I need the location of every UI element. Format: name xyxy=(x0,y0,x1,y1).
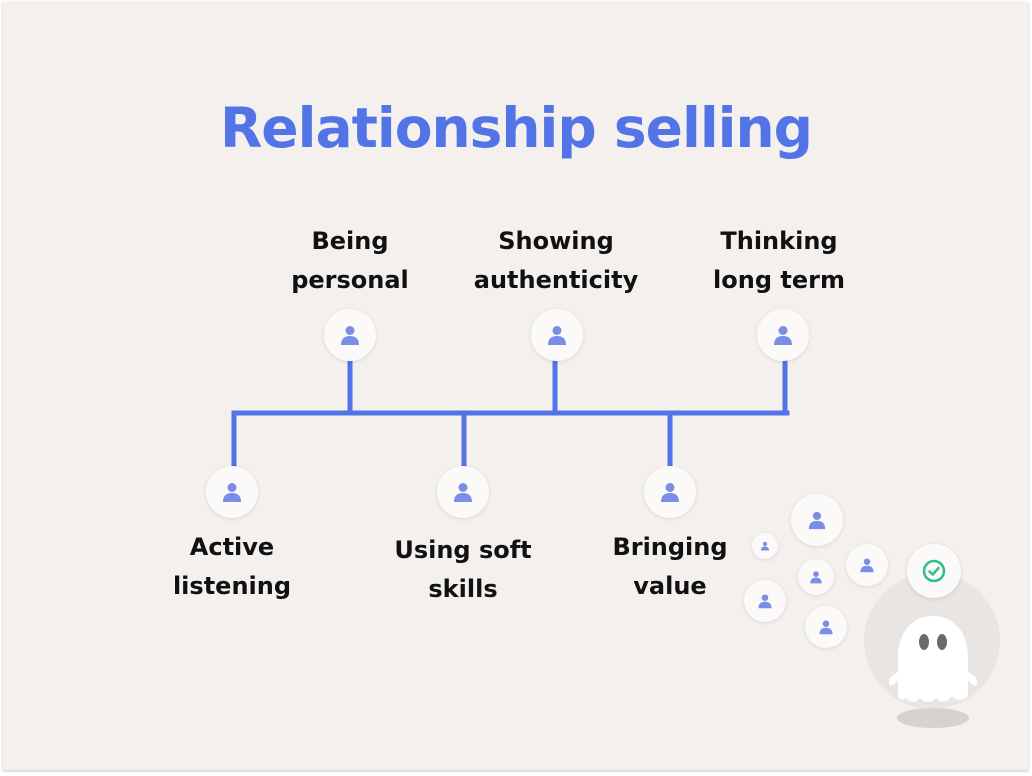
node-thinking-long-term xyxy=(757,309,809,361)
label-line: Active xyxy=(189,533,275,561)
node-bringing-value xyxy=(644,466,696,518)
person-icon xyxy=(758,594,772,609)
person-icon xyxy=(774,326,792,345)
label-line: listening xyxy=(172,572,292,600)
decor-person-bubble xyxy=(805,606,847,648)
check-badge xyxy=(907,544,961,598)
label-using-soft-skills: Using soft skills xyxy=(353,531,573,609)
label-line: Being xyxy=(311,227,389,255)
person-icon xyxy=(341,326,359,345)
node-using-soft-skills xyxy=(437,466,489,518)
slide xyxy=(3,2,1028,770)
label-being-personal: Being personal xyxy=(240,222,460,300)
decor-person-bubble xyxy=(744,580,786,622)
node-being-personal xyxy=(324,309,376,361)
person-icon xyxy=(810,571,822,584)
label-thinking-long-term: Thinking long term xyxy=(669,222,889,300)
person-icon xyxy=(661,483,679,502)
person-icon xyxy=(819,620,833,635)
decor-person-bubble xyxy=(846,544,888,586)
person-icon xyxy=(760,541,770,551)
person-icon xyxy=(548,326,566,345)
node-showing-authenticity xyxy=(531,309,583,361)
person-icon xyxy=(808,511,826,530)
label-line: Bringing xyxy=(612,533,728,561)
label-line: Showing xyxy=(498,227,614,255)
person-icon xyxy=(223,483,241,502)
ghost-icon xyxy=(889,616,977,728)
decor-person-bubble xyxy=(752,533,778,559)
check-circle-icon xyxy=(922,559,946,583)
label-line: Thinking xyxy=(720,227,838,255)
label-line: Using soft xyxy=(394,536,532,564)
label-showing-authenticity: Showing authenticity xyxy=(446,222,666,300)
decor-person-bubble xyxy=(798,559,834,595)
person-icon xyxy=(860,558,874,573)
label-bringing-value: Bringing value xyxy=(560,528,780,606)
label-line: personal xyxy=(291,266,409,294)
decor-person-bubble xyxy=(791,494,843,546)
label-active-listening: Active listening xyxy=(122,528,342,606)
label-line: value xyxy=(633,572,707,600)
label-line: authenticity xyxy=(473,266,639,294)
label-line: long term xyxy=(713,266,845,294)
page-title: Relationship selling xyxy=(219,96,813,160)
label-line: skills xyxy=(428,575,498,603)
node-active-listening xyxy=(206,466,258,518)
person-icon xyxy=(454,483,472,502)
